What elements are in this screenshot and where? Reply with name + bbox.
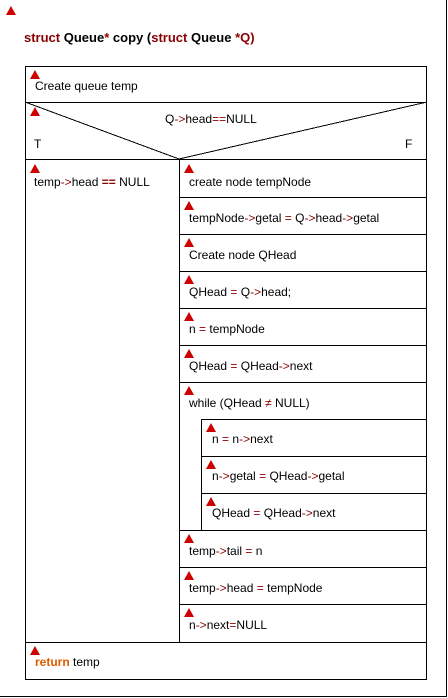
while-loop-header[interactable]: while (QHead ≠ NULL) — [189, 396, 310, 410]
block-marker-icon[interactable] — [184, 275, 194, 284]
block-marker-icon[interactable] — [184, 386, 194, 395]
block-marker-icon[interactable] — [206, 460, 216, 469]
block-marker-icon[interactable] — [206, 423, 216, 432]
statement-create-queue[interactable]: Create queue temp — [35, 79, 138, 93]
block-marker-icon[interactable] — [184, 164, 194, 173]
collapse-marker-icon[interactable] — [6, 6, 16, 15]
statement-create-qhead[interactable]: Create node QHead — [189, 248, 297, 262]
true-label: T — [34, 137, 42, 151]
block-marker-icon[interactable] — [184, 201, 194, 210]
block-marker-icon[interactable] — [206, 497, 216, 506]
return-statement[interactable]: return temp — [35, 655, 100, 669]
open-paren: ( — [146, 30, 152, 45]
condition-text[interactable]: Q->head==NULL — [165, 112, 257, 126]
type-name: Queue — [190, 30, 232, 45]
keyword-return: return — [35, 655, 70, 669]
statement-assign-qhead[interactable]: QHead = Q->head; — [189, 285, 292, 299]
parameter: *Q) — [235, 30, 255, 45]
type-name: Queue — [63, 30, 105, 45]
keyword-struct: struct — [151, 30, 188, 45]
statement-set-tail[interactable]: temp->tail = n — [189, 544, 263, 558]
block-marker-icon[interactable] — [184, 571, 194, 580]
statement-assign-getal[interactable]: tempNode->getal = Q->head->getal — [189, 211, 380, 225]
structogram — [25, 66, 427, 680]
statement-advance-qhead[interactable]: QHead = QHead->next — [189, 359, 313, 373]
block-marker-icon[interactable] — [184, 534, 194, 543]
keyword-struct: struct — [24, 30, 61, 45]
statement-set-next-null[interactable]: n->next=NULL — [189, 618, 268, 632]
block-marker-icon[interactable] — [30, 70, 40, 79]
block-marker-icon[interactable] — [184, 608, 194, 617]
loop-statement-advance-n[interactable]: n = n->next — [212, 432, 273, 446]
statement-create-tempnode[interactable]: create node tempNode — [189, 175, 312, 189]
block-marker-icon[interactable] — [30, 107, 40, 116]
loop-statement-advance-qhead[interactable]: QHead = QHead->next — [212, 506, 336, 520]
statement-assign-n[interactable]: n = tempNode — [189, 322, 265, 336]
false-label: F — [405, 137, 413, 151]
block-marker-icon[interactable] — [184, 312, 194, 321]
statement-set-head[interactable]: temp->head = tempNode — [189, 581, 323, 595]
function-signature: struct Queue* copy (struct Queue *Q) — [24, 30, 255, 45]
loop-statement-copy-getal[interactable]: n->getal = QHead->getal — [212, 469, 345, 483]
block-marker-icon[interactable] — [30, 164, 40, 173]
block-marker-icon[interactable] — [184, 238, 194, 247]
statement-true-branch[interactable]: temp->head == NULL — [34, 175, 150, 189]
block-marker-icon[interactable] — [184, 349, 194, 358]
pointer-symbol: * — [104, 30, 110, 45]
function-name: copy — [112, 30, 144, 45]
block-marker-icon[interactable] — [30, 646, 40, 655]
